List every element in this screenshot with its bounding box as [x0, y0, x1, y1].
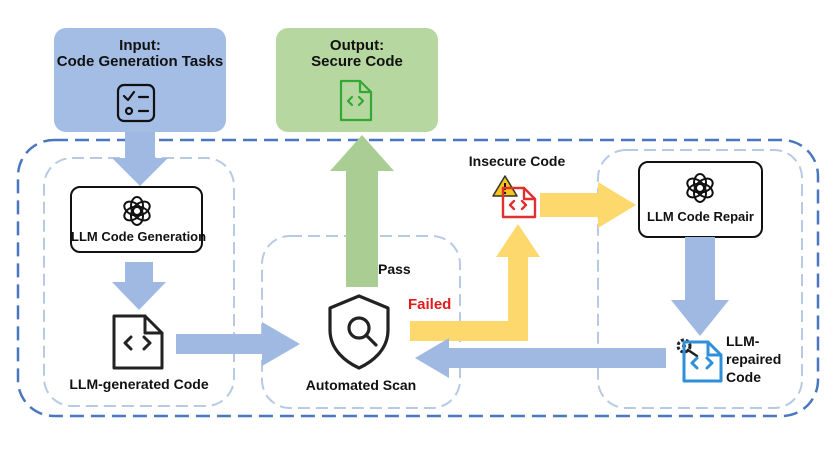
arrow-repair-to-repaired — [671, 237, 729, 336]
arrow-pass-to-output — [330, 135, 394, 287]
llm-code-repair-label: LLM Code Repair — [647, 209, 754, 224]
code-file-icon — [112, 314, 164, 370]
arrow-insecure-to-repair — [540, 182, 636, 228]
checklist-icon — [116, 83, 156, 123]
repaired-code-label-line1: LLM- — [726, 333, 760, 349]
llm-code-generation-label: LLM Code Generation — [71, 229, 207, 244]
insecure-code-label: Insecure Code — [468, 153, 566, 169]
output-title: Output: — [329, 37, 385, 54]
repair-stage-boundary — [597, 149, 803, 409]
arrow-repaired-to-scan — [415, 338, 666, 378]
openai-logo-icon — [686, 173, 714, 203]
openai-logo-icon — [123, 196, 151, 226]
input-subtitle: Code Generation Tasks — [56, 53, 224, 70]
repaired-code-label-line3: Code — [726, 369, 761, 385]
scan-label: Automated Scan — [305, 377, 417, 393]
arrow-input-to-generation — [112, 132, 168, 186]
warning-icon — [492, 175, 518, 197]
output-subtitle: Secure Code — [311, 53, 403, 70]
failed-label: Failed — [408, 296, 452, 313]
generation-stage-boundary — [43, 157, 235, 407]
pass-label: Pass — [378, 261, 411, 277]
arrow-generation-to-code — [112, 262, 166, 310]
repaired-code-label-line2: repaired — [726, 351, 782, 367]
workflow-outer-boundary — [16, 138, 820, 418]
input-title: Input: — [119, 37, 161, 54]
input-box — [54, 28, 226, 132]
shield-search-icon — [328, 294, 390, 370]
llm-code-generation-box — [70, 186, 203, 253]
insecure-code-file-icon — [501, 186, 537, 219]
generated-code-label: LLM-generated Code — [69, 376, 209, 392]
arrow-failed-to-insecure — [410, 224, 540, 341]
repaired-code-file-icon — [682, 340, 723, 383]
arrow-code-to-scan — [176, 322, 300, 366]
secure-code-file-icon — [339, 79, 373, 122]
